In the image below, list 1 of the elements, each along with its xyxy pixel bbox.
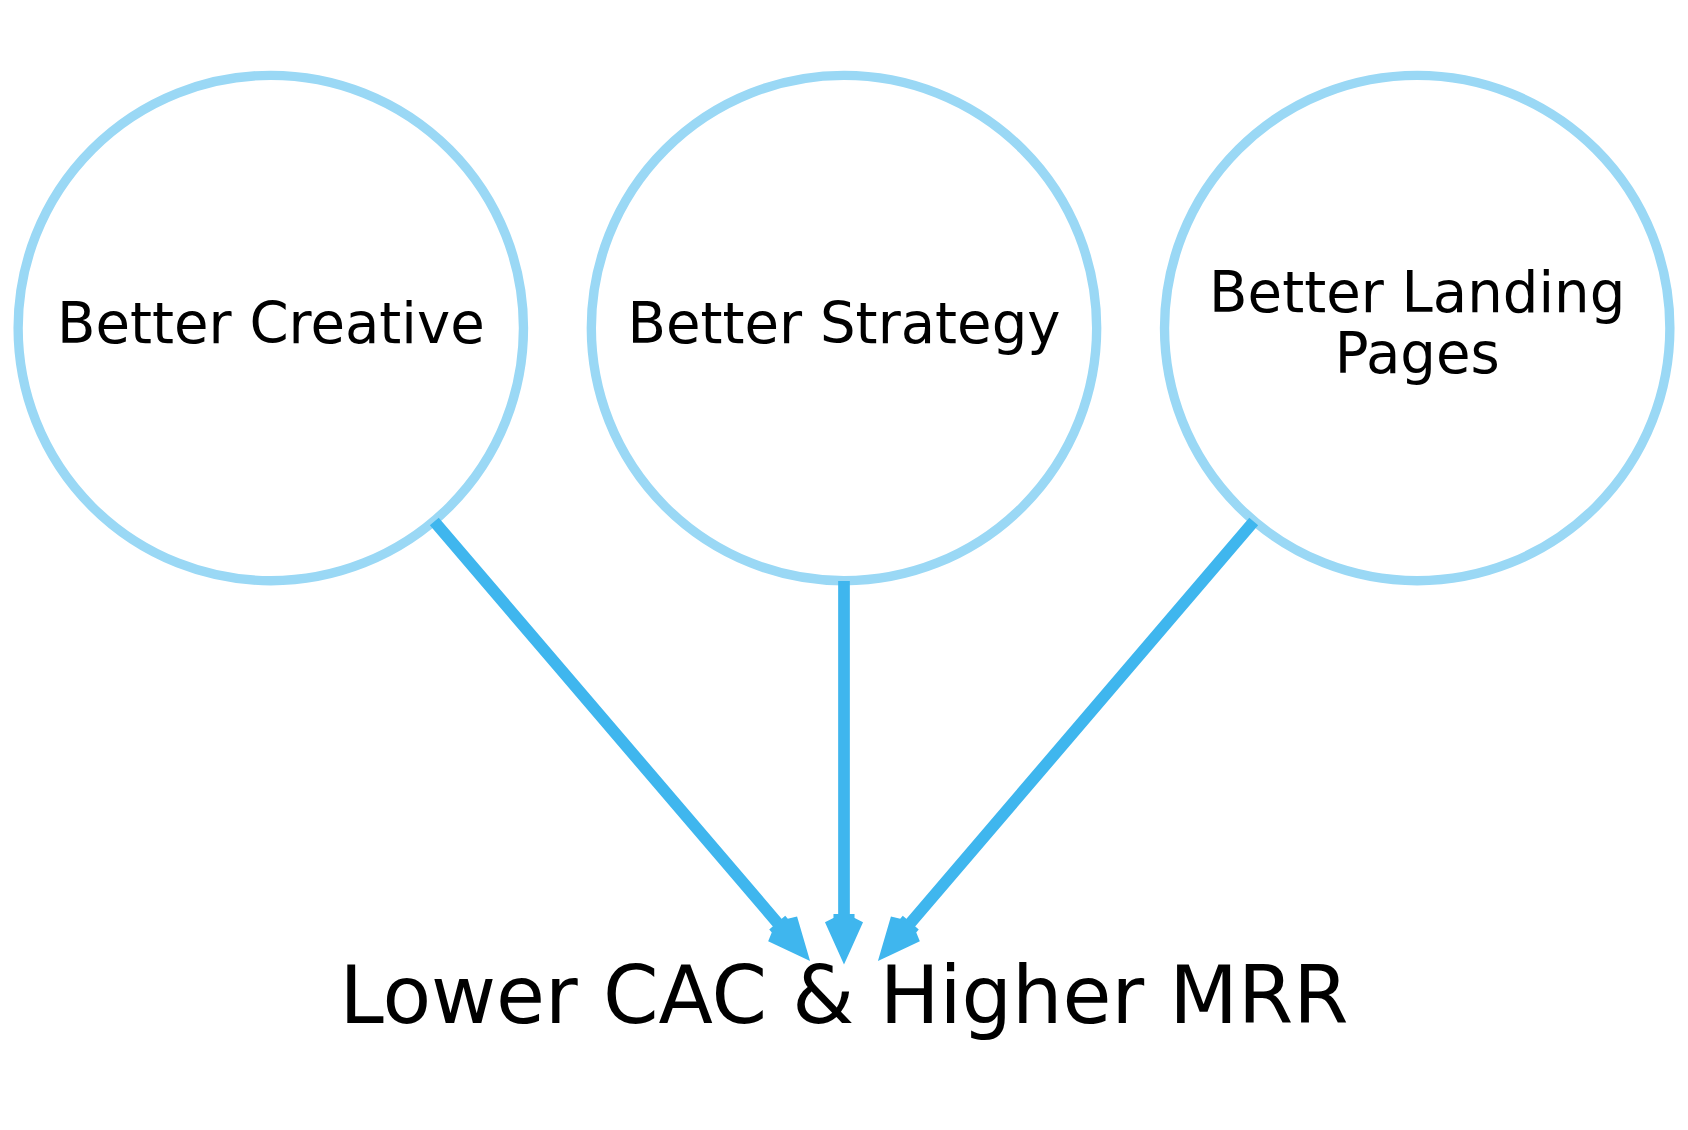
node-text: Lower CAC & Higher MRR bbox=[339, 948, 1349, 1042]
